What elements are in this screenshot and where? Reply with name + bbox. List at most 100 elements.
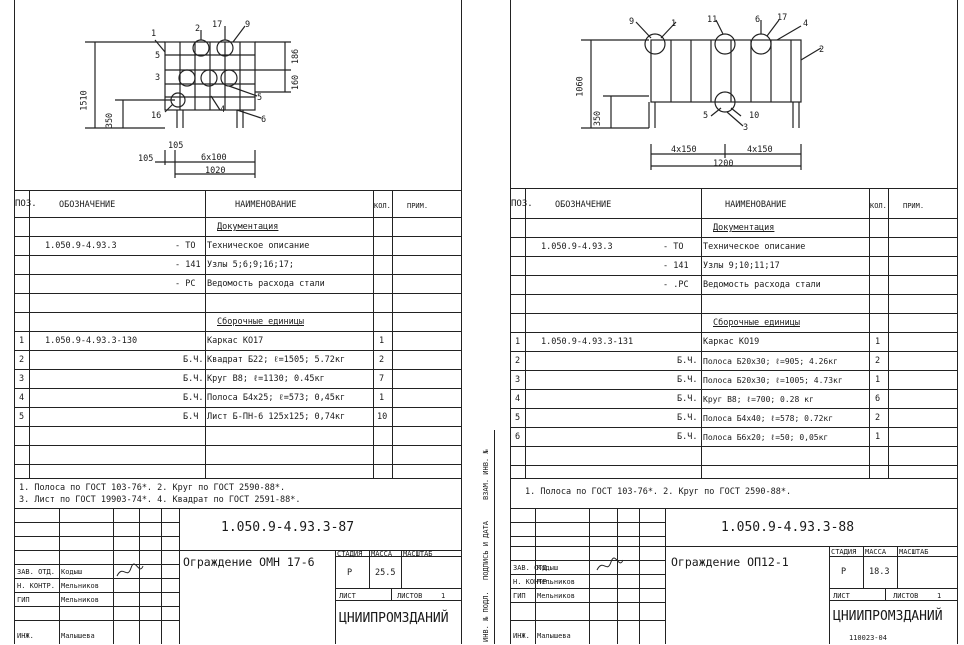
callout-1: 1	[151, 29, 157, 39]
table-row-pos: 1	[515, 337, 521, 347]
stage-value: Р	[841, 567, 847, 577]
table-row-name: Ведомость расхода стали	[703, 280, 821, 290]
role-label: ИНЖ.	[513, 632, 530, 640]
col-designation-header: ОБОЗНАЧЕНИЕ	[59, 200, 116, 210]
table-row-qty: 6	[875, 394, 881, 404]
dim-top: 186	[291, 48, 302, 65]
table-row-code: Б.Ч.	[183, 355, 204, 365]
table-row-code: Б.Ч.	[183, 393, 204, 403]
dim-base: 350	[593, 110, 604, 127]
table-row-qty: 10	[377, 412, 388, 422]
dim-1200: 1200	[713, 159, 734, 169]
table-row-name: Полоса Б4х25; ℓ=573; 0,45кг	[207, 393, 346, 403]
table-row-qty: 1	[379, 336, 385, 346]
side-label-vzam: ВЗАМ. ИНВ. №	[482, 449, 490, 500]
col-note-header: ПРИМ.	[903, 202, 925, 210]
table-row-qty: 7	[379, 374, 385, 384]
table-row-pos: 6	[515, 432, 521, 442]
dim-4x150-left: 4x150	[671, 145, 697, 155]
table-row-pos: 5	[19, 412, 25, 422]
person-name: Кодыш	[537, 564, 559, 572]
stage-label: СТАДИЯ	[831, 548, 857, 556]
table-row-pos: 4	[515, 394, 521, 404]
col-name-header: НАИМЕНОВАНИЕ	[235, 200, 297, 210]
table-row-designation: 1.050.9-4.93.3-130	[45, 336, 138, 346]
table-row-name: Каркас КО17	[207, 336, 264, 346]
table-row-code: - 141	[663, 261, 689, 271]
table-row-name: Документация	[713, 223, 775, 233]
table-row-name: Каркас КО19	[703, 337, 760, 347]
callout-11: 11	[707, 15, 718, 25]
col-qty-header: КОЛ.	[374, 202, 391, 210]
drawing-title: Ограждение ОП12-1	[671, 555, 789, 569]
person-name: Малышева	[537, 632, 571, 640]
sheets-label: ЛИСТОВ	[893, 592, 919, 600]
table-row-name: Узлы 9;10;11;17	[703, 261, 780, 271]
callout-6: 6	[755, 15, 761, 25]
col-pos-header: ПОЗ.	[15, 199, 37, 209]
organization-name: ЦНИИПРОМЗДАНИЙ	[339, 611, 449, 626]
dim-1020: 1020	[205, 166, 226, 176]
dim-6x100: 6x100	[201, 153, 227, 163]
drawing-title: Ограждение ОМН 17-6	[183, 555, 315, 569]
dim-mid: 160	[291, 74, 302, 91]
table-row-qty: 1	[875, 432, 881, 442]
table-row-designation: 1.050.9-4.93.3	[45, 241, 117, 251]
table-row-name: Полоса Б4х40; ℓ=578; 0.72кг	[703, 414, 834, 423]
callout-5: 5	[155, 51, 161, 61]
table-row-name: Лист Б-ПН-6 125х125; 0,74кг	[207, 412, 346, 422]
notes-line-1: 1. Полоса по ГОСТ 103-76*. 2. Круг по ГО…	[525, 487, 792, 497]
person-name: Мельников	[61, 582, 99, 590]
table-row-name: Квадрат Б22; ℓ=1505; 5.72кг	[207, 355, 346, 365]
organization-name: ЦНИИПРОМЗДАНИЙ	[833, 609, 943, 624]
table-row-qty: 2	[379, 355, 385, 365]
callout-10: 10	[749, 111, 760, 121]
table-row-code: - ТО	[175, 241, 196, 251]
document-code: 1.050.9-4.93.3-87	[221, 520, 355, 535]
side-label-sign: ПОДПИСЬ И ДАТА	[482, 520, 490, 580]
role-label: ЗАВ. ОТД.	[17, 568, 55, 576]
table-row-pos: 3	[515, 375, 521, 385]
table-row: Документация	[217, 222, 279, 232]
callout-17: 17	[212, 20, 223, 30]
table-row-code: - РС	[175, 279, 196, 289]
table-row-code: Б.Ч.	[677, 394, 698, 404]
role-label: Н. КОНТР.	[17, 582, 55, 590]
dim-105b: 105	[138, 154, 154, 164]
table-row-pos: 5	[515, 413, 521, 423]
callout-17: 17	[777, 13, 788, 23]
person-name: Мельников	[61, 596, 99, 604]
callout-9: 9	[629, 17, 635, 27]
fence-drawing-op12	[581, 19, 822, 170]
person-name: Малышева	[61, 632, 95, 640]
scale-label: МАСШТАБ	[403, 550, 433, 558]
callout-4: 4	[803, 19, 809, 29]
callout-9: 9	[245, 20, 251, 30]
table-row-qty: 2	[875, 356, 881, 366]
table-row-pos: 2	[515, 356, 521, 366]
mass-value: 25.5	[375, 568, 396, 578]
table-row-name: Сборочные единицы	[217, 317, 304, 327]
sheets-value: 1	[441, 592, 446, 600]
table-row-designation: 1.050.9-4.93.3	[541, 242, 613, 252]
table-row-name: Круг В8; ℓ=1130; 0.45кг	[207, 374, 325, 384]
dim-4x150-right: 4x150	[747, 145, 773, 155]
callout-4: 4	[220, 105, 226, 115]
table-row-name: Техническое описание	[207, 241, 310, 251]
table-row-name: Ведомость расхода стали	[207, 279, 325, 289]
callout-5b: 5	[257, 93, 263, 103]
mass-label: МАССА	[865, 548, 887, 556]
table-row-code: Б.Ч.	[677, 413, 698, 423]
stage-value: Р	[347, 568, 353, 578]
table-row-code: - 141	[175, 260, 201, 270]
table-row-pos: 2	[19, 355, 25, 365]
callout-6: 6	[261, 115, 267, 125]
dim-height: 1510	[79, 90, 90, 111]
dim-base: 350	[105, 112, 116, 129]
role-label: Н. КОНТР.	[513, 578, 551, 586]
table-row-name: Полоса Б20х30; ℓ=905; 4.26кг	[703, 357, 838, 366]
callout-2: 2	[195, 24, 201, 34]
person-name: Кодыш	[61, 568, 83, 576]
col-note-header: ПРИМ.	[407, 202, 429, 210]
callout-2: 2	[819, 45, 825, 55]
